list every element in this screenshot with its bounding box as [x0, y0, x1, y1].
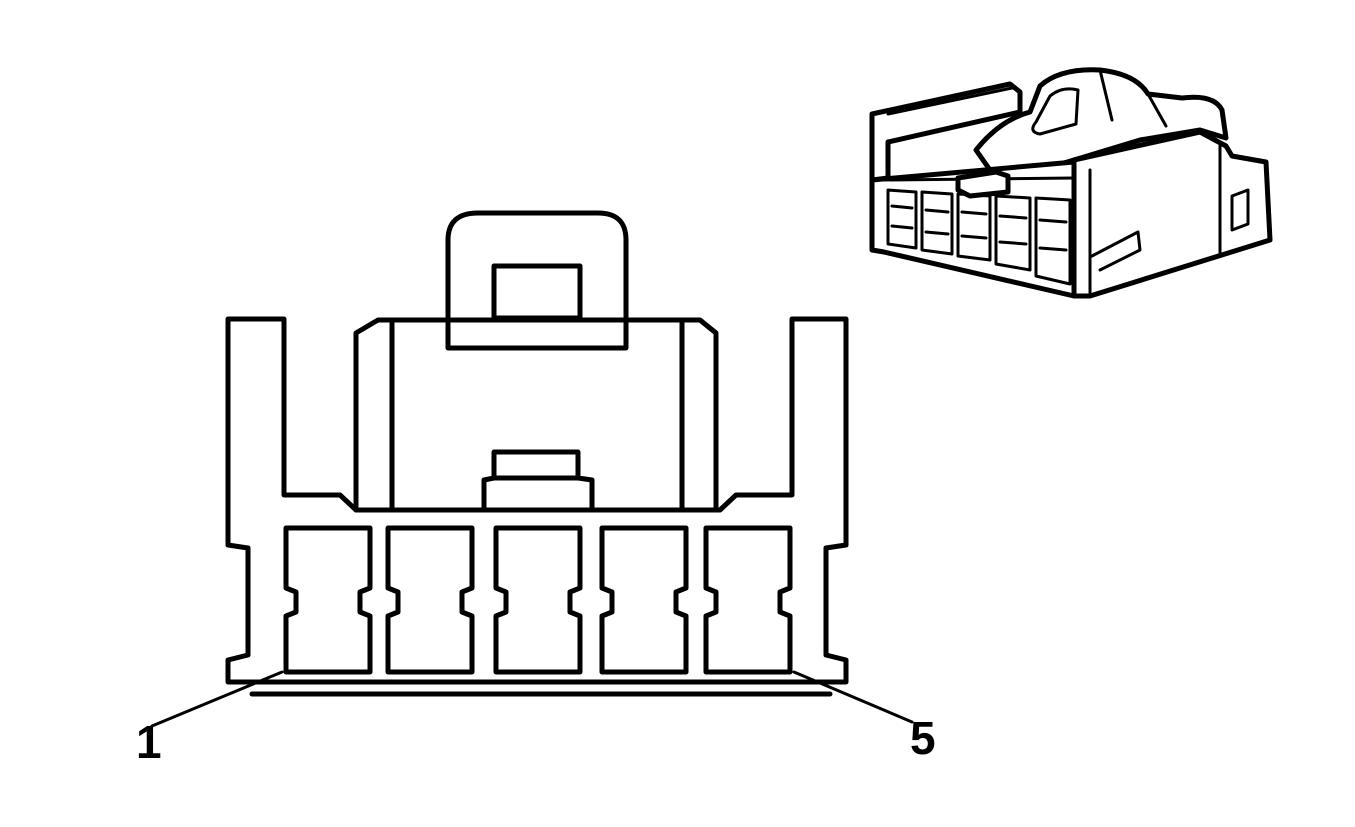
- housing-outline: [225, 316, 849, 685]
- iso-left-wall-edge: [886, 86, 1014, 116]
- iso-cavity-4: [994, 194, 1032, 272]
- pin-label-1: 1: [136, 716, 162, 768]
- connector-front-view: 1 5: [136, 210, 936, 768]
- iso-side-window: [1230, 188, 1250, 232]
- lock-loop: [445, 210, 629, 351]
- connector-isometric-view: [869, 67, 1273, 299]
- terminal-cavity-1: [283, 525, 373, 675]
- iso-latch-window: [1031, 87, 1080, 136]
- pin-label-5: 5: [910, 712, 936, 764]
- iso-latch-arm: [973, 67, 1229, 173]
- terminal-cavity-5: [703, 525, 793, 675]
- terminal-cavities: [283, 525, 793, 675]
- terminal-cavity-2: [385, 525, 475, 675]
- lock-window: [491, 263, 583, 321]
- iso-latch-ridge: [1098, 68, 1114, 122]
- pin-5-leader-line: [792, 670, 914, 724]
- iso-right-block: [1071, 129, 1273, 299]
- iso-side-rib: [1090, 230, 1142, 272]
- iso-cavity-1: [886, 188, 918, 250]
- iso-center-key: [955, 169, 1011, 199]
- center-key-tab: [481, 449, 595, 513]
- iso-cavity-5: [1034, 196, 1072, 286]
- pin-1-leader-line: [150, 670, 284, 728]
- iso-terminal-cavities: [886, 188, 1072, 286]
- iso-cavity-2: [920, 190, 954, 256]
- terminal-cavity-4: [599, 525, 689, 675]
- terminal-cavity-3: [493, 525, 583, 675]
- iso-latch-ridge-2: [1146, 92, 1168, 128]
